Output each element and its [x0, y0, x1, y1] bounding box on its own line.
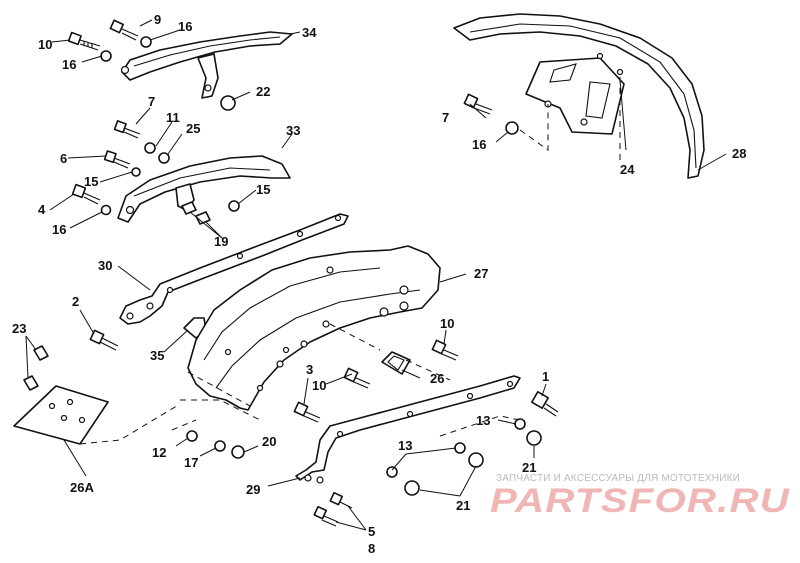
pins-24	[23, 345, 49, 391]
washer-16-top	[140, 36, 152, 48]
washer-16-front	[505, 121, 519, 135]
callout-2: 2	[72, 294, 79, 309]
callout-16-top: 16	[178, 19, 192, 34]
bolt-3	[293, 401, 321, 423]
callout-1: 1	[542, 369, 549, 384]
callout-9-left: 10	[38, 37, 52, 52]
bolt-7-front	[463, 93, 493, 115]
watermark: ЗАПЧАСТИ И АКСЕССУАРЫ ДЛЯ МОТОТЕХНИКИ PA…	[490, 473, 791, 520]
callout-33: 33	[286, 123, 300, 138]
part-27-rear-fender	[187, 245, 441, 411]
front-fender-bracket	[525, 52, 625, 135]
bolt-10-upper	[431, 339, 459, 361]
callout-16-left: 16	[62, 57, 76, 72]
acorn-nut-21-low	[404, 480, 420, 496]
callout-7-mid: 7	[148, 94, 155, 109]
bolt-6	[103, 150, 131, 169]
bolt-10-lower	[343, 367, 371, 389]
nut-22	[220, 95, 236, 111]
washer-15-right	[228, 200, 240, 212]
callout-28: 28	[732, 146, 746, 161]
bolt-1	[531, 391, 559, 417]
callout-7-front: 7	[442, 110, 449, 125]
watermark-caption: ЗАПЧАСТИ И АКСЕССУАРЫ ДЛЯ МОТОТЕХНИКИ	[496, 473, 740, 484]
callout-12: 12	[152, 445, 166, 460]
callout-labels: 9 16 10 16 34 22 7 11 25 33 6 15 15 4 16…	[12, 12, 746, 556]
part-28-front-fender	[453, 13, 705, 179]
callout-17: 17	[184, 455, 198, 470]
part-34-fender-trim	[120, 31, 293, 99]
callout-5: 5	[368, 524, 375, 539]
leader-lines	[25, 19, 727, 531]
callout-10-upper: 10	[440, 316, 454, 331]
callout-16-mid: 16	[52, 222, 66, 237]
bolt-9-left	[67, 31, 101, 51]
callout-35: 35	[150, 348, 164, 363]
callout-24: 23	[12, 321, 26, 336]
acorn-nut-21-right	[526, 430, 542, 446]
bolt-9-top	[109, 19, 139, 41]
callout-8: 8	[368, 541, 375, 556]
callout-22: 22	[256, 84, 270, 99]
lockwasher-17	[214, 440, 226, 452]
part-30-support-strut	[119, 213, 349, 325]
bolt-4	[71, 183, 101, 205]
callout-26a: 26A	[70, 480, 94, 495]
callout-34: 34	[302, 25, 317, 40]
assembly-guide-lines	[79, 74, 621, 445]
callout-15-right: 15	[256, 182, 270, 197]
callout-11: 11	[166, 110, 180, 125]
watermark-brand: PARTSFOR.RU	[490, 482, 791, 520]
washer-16-mid	[100, 204, 112, 216]
nut-20	[231, 445, 245, 459]
bolts-19	[181, 201, 211, 225]
callout-3: 3	[306, 362, 313, 377]
callout-6: 6	[60, 151, 67, 166]
washer-13-right	[514, 418, 526, 430]
bolt-2	[89, 329, 119, 351]
callout-30: 30	[98, 258, 112, 273]
callout-13-mid: 13	[398, 438, 412, 453]
callout-21-mid: 21	[456, 498, 470, 513]
washer-13-low	[386, 466, 398, 478]
part-29-support-strut	[295, 375, 521, 484]
washer-16-left	[100, 50, 112, 62]
bolt-7-mid	[113, 120, 141, 139]
callout-26: 26	[430, 371, 444, 386]
callout-19: 19	[214, 234, 228, 249]
callout-13-right: 13	[476, 413, 490, 428]
callout-23: 24	[620, 162, 635, 177]
part-26-gasket	[381, 351, 411, 375]
nut-25	[158, 152, 170, 164]
washer-12	[186, 430, 198, 442]
washer-15-left	[131, 167, 141, 177]
callout-20: 20	[262, 434, 276, 449]
callout-15-left: 15	[84, 174, 98, 189]
callout-4: 4	[38, 202, 46, 217]
callout-29: 29	[246, 482, 260, 497]
part-33-fender-trim	[117, 155, 291, 223]
callout-27: 27	[474, 266, 488, 281]
callout-10-lower: 10	[312, 378, 326, 393]
callout-9-top: 9	[154, 12, 161, 27]
nut-11	[144, 142, 156, 154]
callout-21-right: 21	[522, 460, 536, 475]
part-26a-plate	[13, 385, 109, 445]
callout-25: 25	[186, 121, 200, 136]
bolts-5-8	[313, 491, 353, 527]
acorn-nut-21-mid	[468, 452, 484, 468]
callout-16-front: 16	[472, 137, 486, 152]
washer-13-mid	[454, 442, 466, 454]
